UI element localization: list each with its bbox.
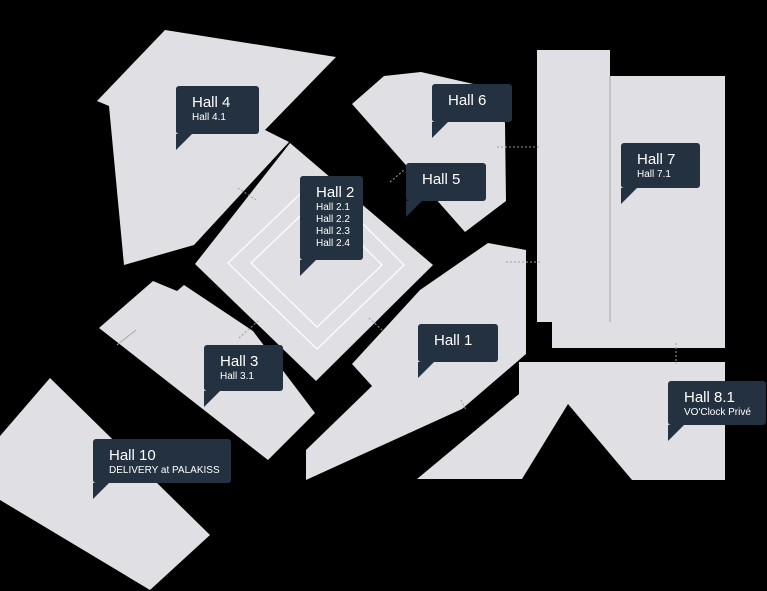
hall-2-sub-3: Hall 2.3 [316, 226, 350, 237]
hall-1-title: Hall 1 [434, 332, 473, 349]
hall-4-title: Hall 4 [192, 94, 231, 111]
hall-2-sub-1: Hall 2.1 [316, 202, 350, 213]
hall-10-title: Hall 10 [109, 447, 156, 464]
hall-2-sub-2: Hall 2.2 [316, 214, 350, 225]
hall-5-label[interactable]: Hall 5 [406, 163, 486, 217]
hall-4-label[interactable]: Hall 4 Hall 4.1 [176, 86, 259, 150]
hall-3-title: Hall 3 [220, 353, 259, 370]
hall-10-label[interactable]: Hall 10 DELIVERY at PALAKISS [93, 439, 231, 499]
hall-1-area[interactable] [306, 243, 526, 480]
hall-4-sub: Hall 4.1 [192, 112, 226, 123]
hall-3-sub: Hall 3.1 [220, 371, 254, 382]
hall-8-1-title: Hall 8.1 [684, 389, 735, 406]
hall-8-1-area[interactable] [417, 362, 725, 480]
hall-8-1-label[interactable]: Hall 8.1 VO'Clock Privé [668, 381, 766, 441]
hall-5-title: Hall 5 [422, 171, 461, 188]
hall-6-label[interactable]: Hall 6 [432, 84, 512, 138]
hall-7-label[interactable]: Hall 7 Hall 7.1 [621, 143, 700, 204]
hall-10-sub: DELIVERY at PALAKISS [109, 465, 220, 476]
hall-7-title: Hall 7 [637, 151, 676, 168]
hall-1-label[interactable]: Hall 1 [418, 324, 498, 378]
hall-3-label[interactable]: Hall 3 Hall 3.1 [204, 345, 283, 407]
hall-6-title: Hall 6 [448, 92, 487, 109]
hall-8-1-sub: VO'Clock Privé [684, 407, 751, 418]
hall-2-title: Hall 2 [316, 184, 355, 201]
hall-2-label[interactable]: Hall 2 Hall 2.1 Hall 2.2 Hall 2.3 Hall 2… [300, 176, 363, 276]
hall-2-sub-4: Hall 2.4 [316, 238, 350, 249]
hall-7-sub: Hall 7.1 [637, 169, 671, 180]
hall-4-area[interactable] [97, 30, 336, 265]
